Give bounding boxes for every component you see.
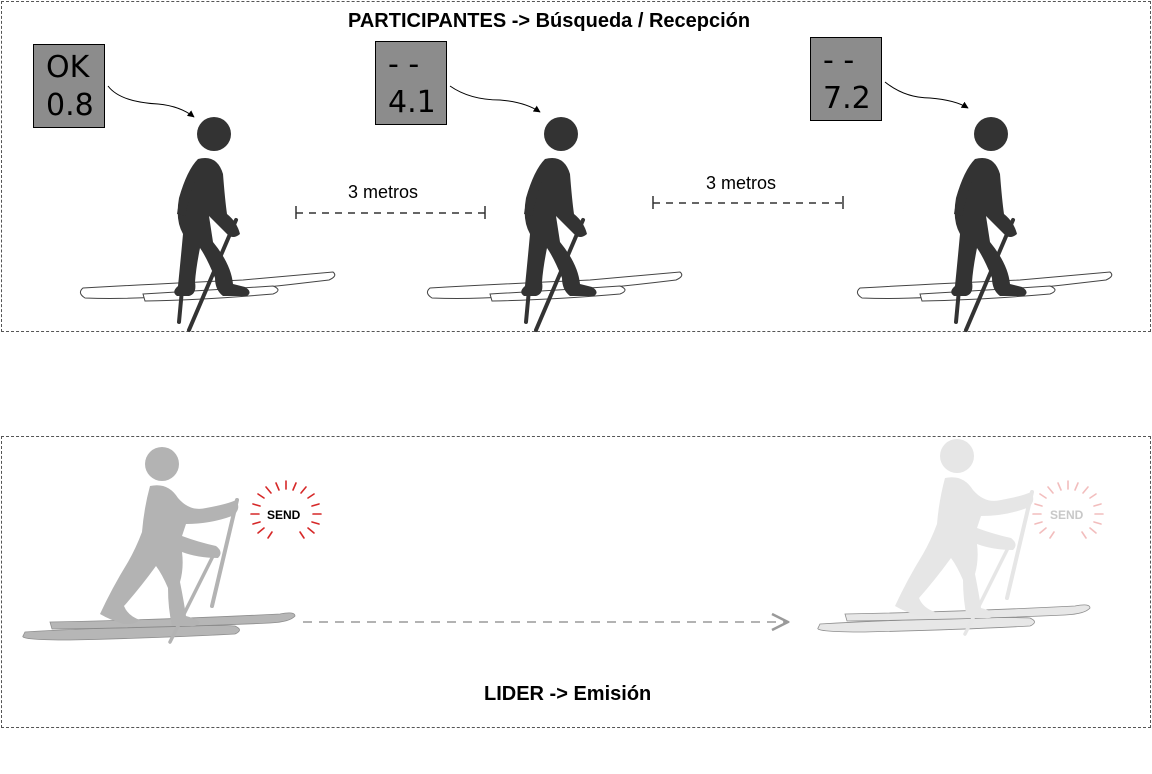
pointer-arrow-2 xyxy=(449,85,541,113)
leader-title: LIDER -> Emisión xyxy=(484,683,652,705)
pointer-arrow-1 xyxy=(107,85,195,118)
readout-status: OK xyxy=(46,50,90,85)
send-label-ghost: SEND xyxy=(1050,508,1084,522)
readout-value: 7.2 xyxy=(823,81,871,116)
participant-skier-2-icon xyxy=(425,115,684,332)
participant-skier-1-icon xyxy=(78,115,337,332)
send-label: SEND xyxy=(267,508,301,522)
readout-skier-3: - - 7.2 xyxy=(810,37,882,121)
distance-line-2 xyxy=(652,196,844,209)
readout-skier-2: - - 4.1 xyxy=(375,41,447,125)
participants-frame xyxy=(1,1,1151,332)
participant-skier-3-icon xyxy=(855,115,1114,332)
distance-label-1: 3 metros xyxy=(348,182,419,202)
readout-status: - - xyxy=(388,47,420,82)
leader-ghost-skier-icon xyxy=(815,437,1092,636)
pointer-arrow-3 xyxy=(884,81,969,109)
distance-label-2: 3 metros xyxy=(706,173,777,193)
readout-value: 0.8 xyxy=(46,88,94,123)
readout-skier-1: OK 0.8 xyxy=(33,44,105,128)
readout-value: 4.1 xyxy=(388,85,436,120)
readout-status: - - xyxy=(823,43,855,78)
distance-line-1 xyxy=(295,206,486,219)
participants-title: PARTICIPANTES -> Búsqueda / Recepción xyxy=(348,10,751,32)
leader-frame xyxy=(1,436,1151,728)
leader-skier-icon xyxy=(20,445,297,644)
